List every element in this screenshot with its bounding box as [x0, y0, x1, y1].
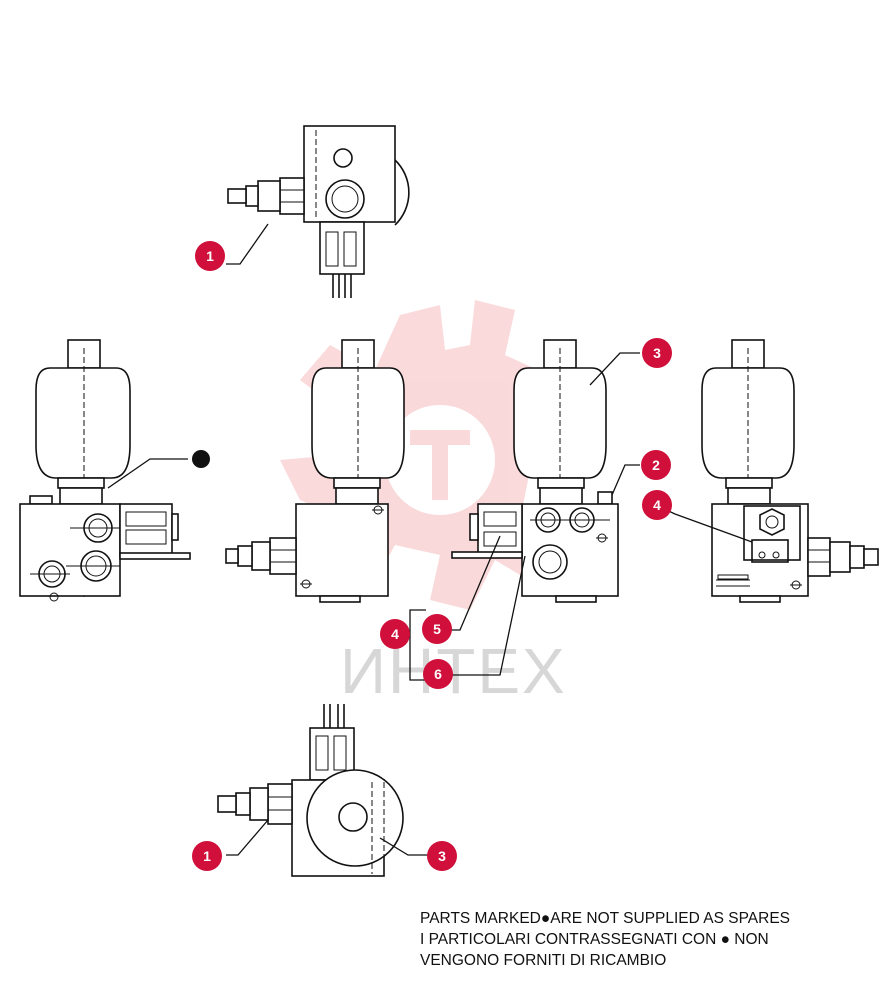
- note-line-1: PARTS MARKED●ARE NOT SUPPLIED AS SPARES: [420, 910, 791, 927]
- callout-1-bottom: 1: [192, 841, 222, 871]
- bottom-view-assembly: [217, 704, 404, 877]
- svg-text:6: 6: [434, 666, 442, 682]
- callout-1-top: 1: [195, 241, 225, 271]
- left-view-assembly: [19, 339, 191, 602]
- not-supplied-marker-dot: [192, 450, 210, 468]
- callout-5: 5: [422, 614, 452, 644]
- right-view-assembly: [701, 339, 879, 603]
- callout-3-bottom: 3: [427, 841, 457, 871]
- svg-text:1: 1: [203, 848, 211, 864]
- svg-text:3: 3: [438, 848, 446, 864]
- svg-text:4: 4: [653, 497, 661, 513]
- svg-text:5: 5: [433, 621, 441, 637]
- callout-4-right: 4: [642, 490, 672, 520]
- watermark-text: ИНТЕХ: [340, 635, 567, 707]
- svg-text:1: 1: [206, 248, 214, 264]
- middle-view-assembly: [225, 339, 405, 603]
- marker-dot-icon: ●: [720, 931, 730, 948]
- third-view-assembly: [451, 339, 619, 603]
- svg-text:4: 4: [391, 626, 399, 642]
- svg-text:2: 2: [652, 457, 660, 473]
- callout-6: 6: [423, 659, 453, 689]
- callout-2: 2: [641, 450, 671, 480]
- callout-4-left: 4: [380, 619, 410, 649]
- spares-note: PARTS MARKED●ARE NOT SUPPLIED AS SPARES …: [420, 908, 890, 971]
- note-line-2: I PARTICOLARI CONTRASSEGNATI CON ● NON: [420, 931, 769, 948]
- marker-dot-icon: ●: [540, 910, 551, 927]
- note-line-3: VENGONO FORNITI DI RICAMBIO: [420, 952, 667, 969]
- callout-3-top: 3: [642, 338, 672, 368]
- top-view-assembly: [227, 125, 410, 298]
- svg-text:3: 3: [653, 345, 661, 361]
